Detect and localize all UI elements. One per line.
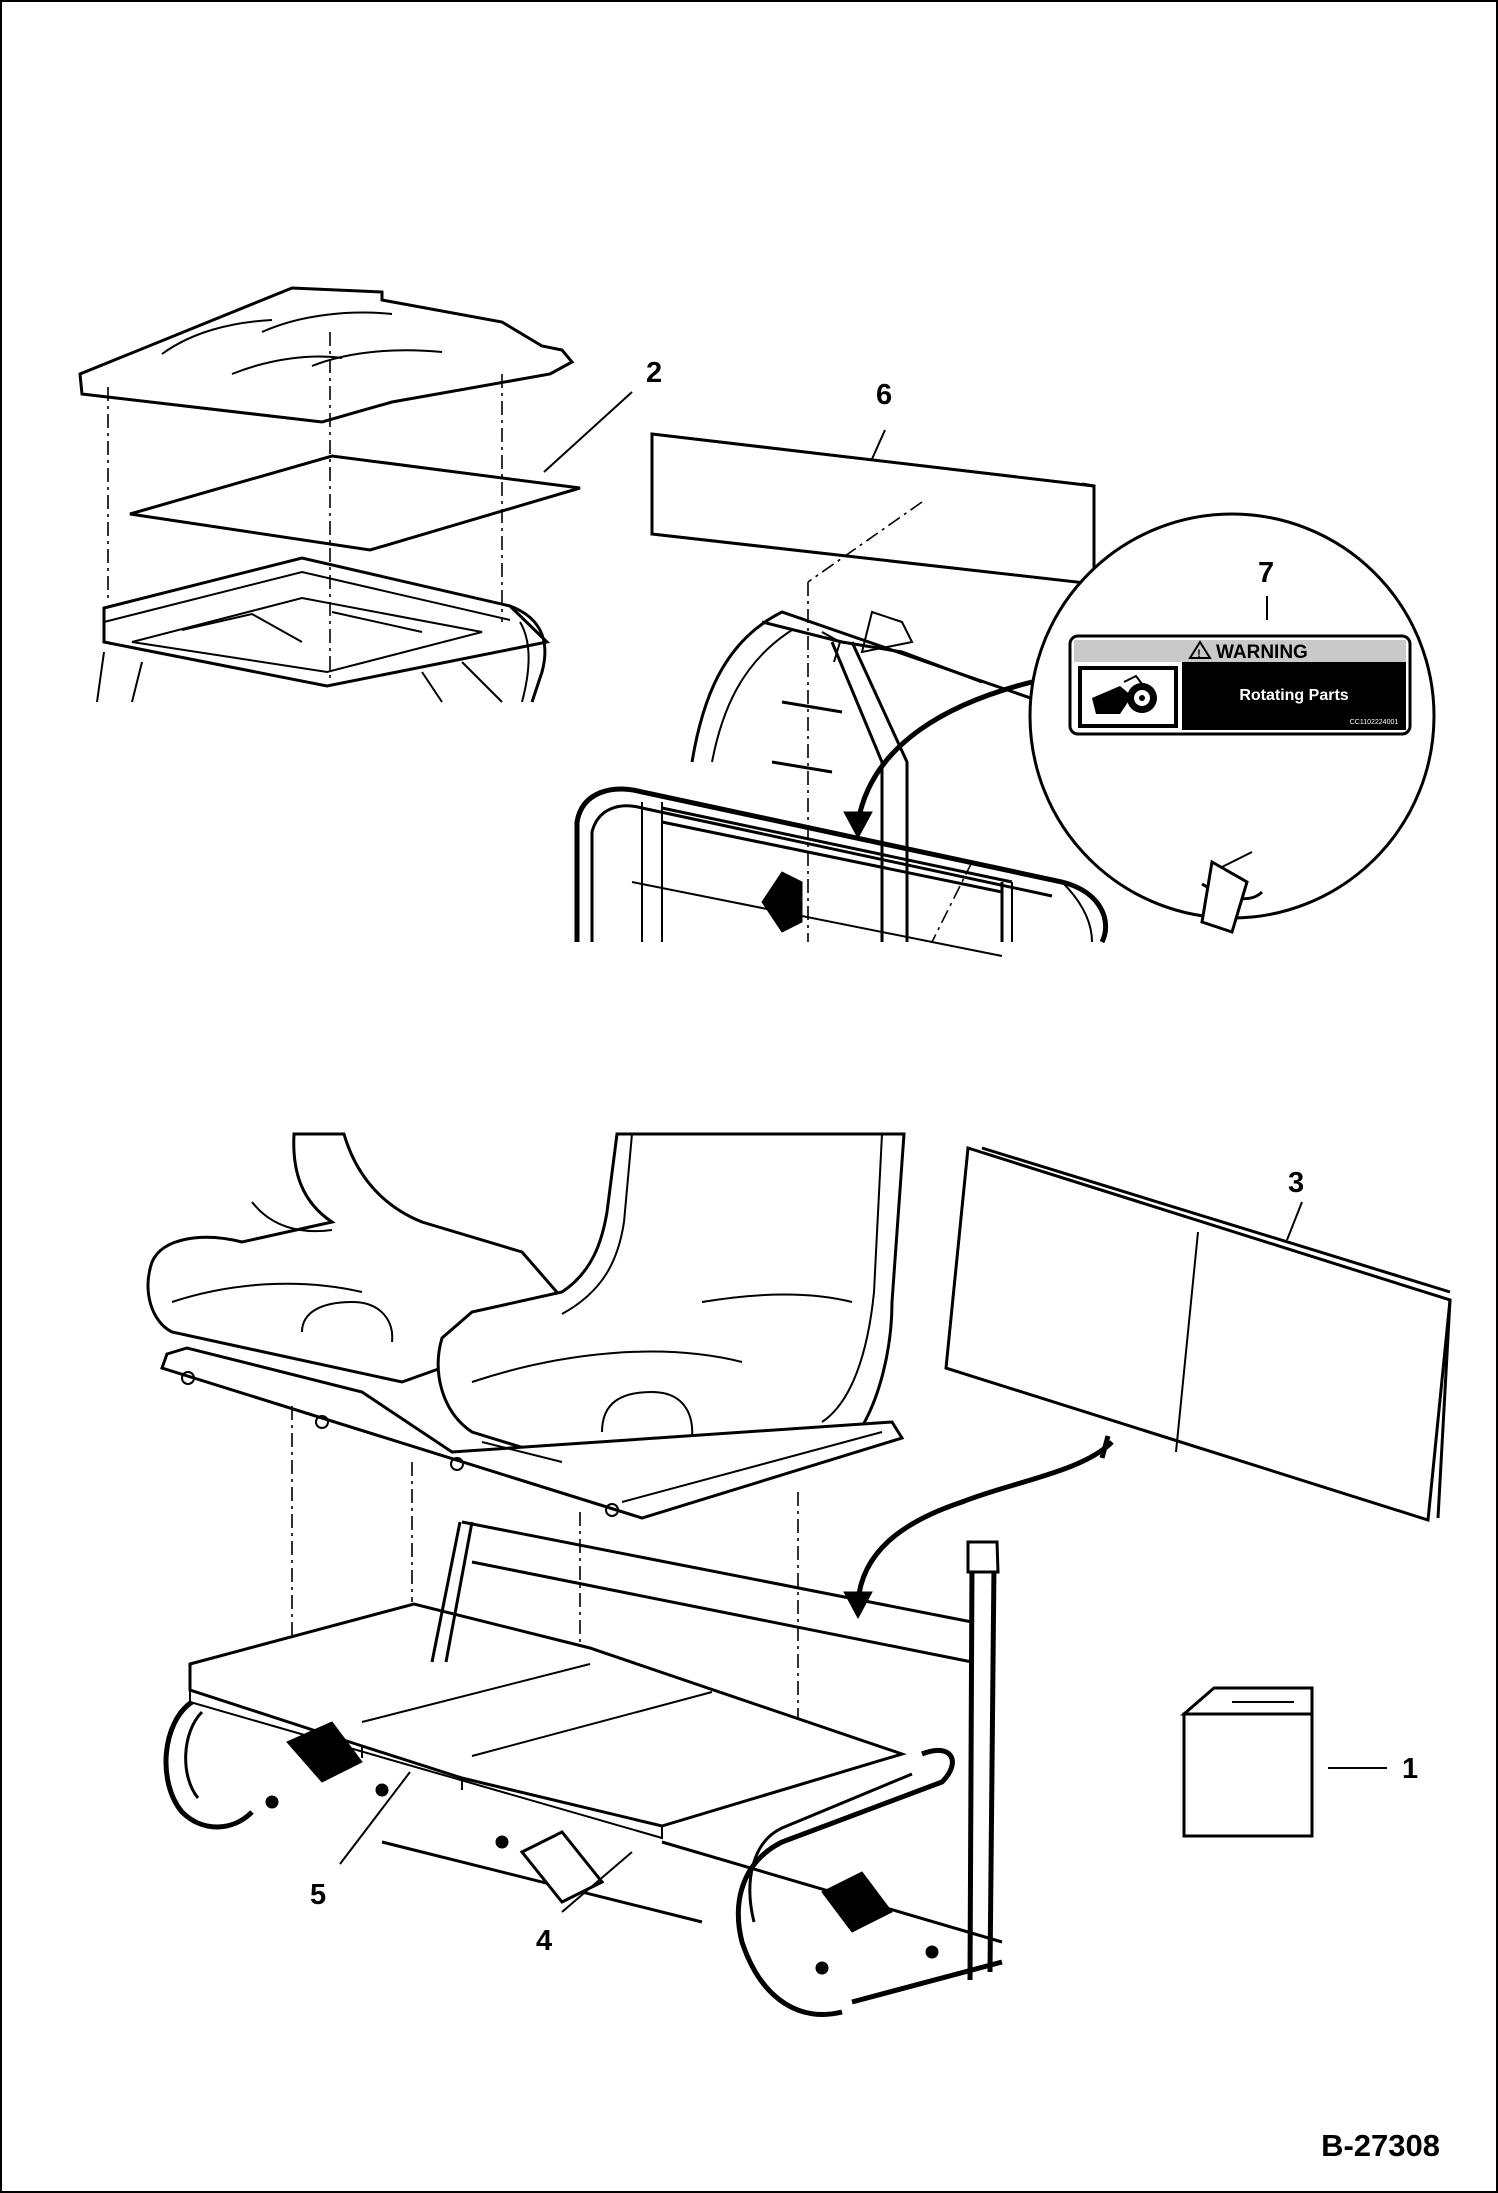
figure-reference: B-27308 xyxy=(1321,2128,1440,2163)
seat-group xyxy=(146,1132,1452,2017)
cab-roof-frame xyxy=(102,556,551,688)
callout-7: 7 xyxy=(1258,557,1274,589)
callout-2: 2 xyxy=(646,357,662,389)
left-seat xyxy=(146,1132,564,1384)
decal-code: CC1102224001 xyxy=(1350,719,1399,726)
decal-warning-heading: WARNING xyxy=(1216,642,1308,663)
base-insulation-pads xyxy=(188,1602,907,1828)
svg-text:!: ! xyxy=(1197,648,1201,660)
warning-decal: ! WARNING Rotating Parts CC1102224001 xyxy=(1068,634,1412,736)
back-insulation-panel-3 xyxy=(944,1146,1452,1522)
rotating-parts-hazard-icon xyxy=(1092,674,1157,714)
cab-rear-group xyxy=(574,429,1109,957)
callout-4: 4 xyxy=(536,1925,552,1957)
roof-group xyxy=(78,286,633,703)
callout-1: 1 xyxy=(1402,1753,1418,1785)
decal-text: Rotating Parts xyxy=(1239,687,1348,704)
callout-3: 3 xyxy=(1288,1167,1304,1199)
callout-5: 5 xyxy=(310,1879,326,1911)
callout-6: 6 xyxy=(876,379,892,411)
decal-detail: ! WARNING Rotating Parts CC1102224001 xyxy=(1028,512,1436,934)
headliner-panel xyxy=(129,454,581,552)
warning-triangle-icon xyxy=(1188,640,1212,659)
hardware-kit-box xyxy=(1179,1686,1314,1838)
